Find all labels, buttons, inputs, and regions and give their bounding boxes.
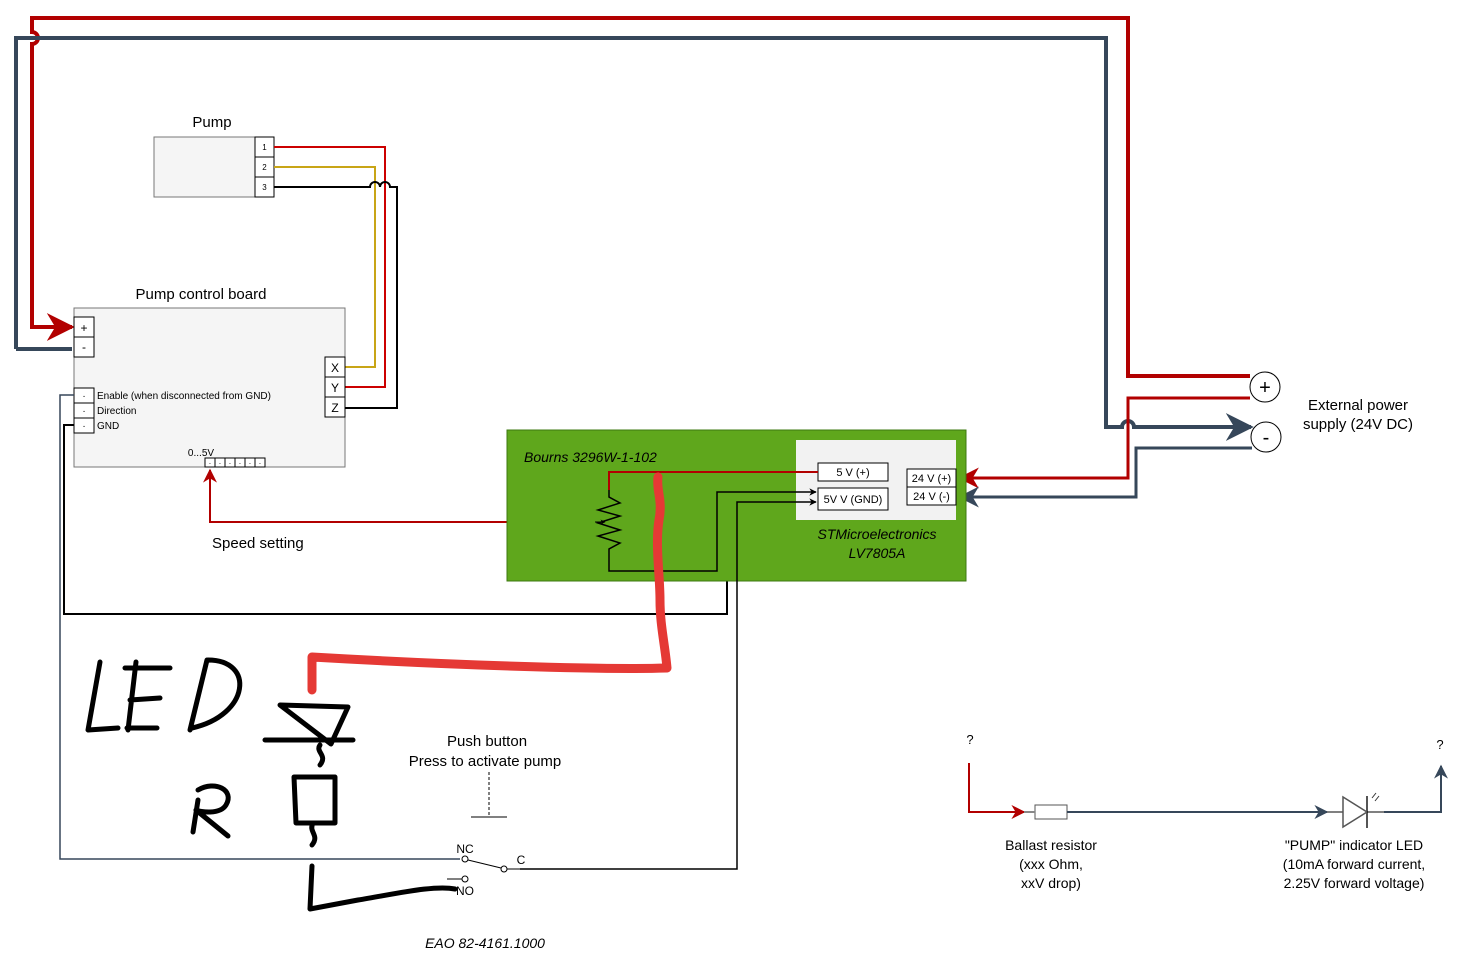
svg-text:1: 1 (262, 143, 267, 152)
push-button-subtitle: Press to activate pump (409, 753, 562, 770)
power-supply-label-2: supply (24V DC) (1303, 416, 1413, 433)
indicator-output-unknown: ? (1436, 737, 1443, 752)
wire-indicator-input (968, 763, 1026, 819)
wire-pot-to-5v (608, 471, 818, 490)
regulator-pin-24v-positive: 24 V (+) (906, 468, 957, 488)
push-button-title: Push button (447, 733, 527, 750)
control-board-pin-enable: · Enable (when disconnected from GND) (73, 387, 271, 404)
analog-header-pin: · (244, 457, 256, 468)
indicator-led-voltage: 2.25V forward voltage) (1284, 875, 1425, 891)
svg-text:·: · (259, 459, 262, 468)
power-supply-positive-terminal: + (1249, 371, 1281, 403)
control-board-pin-plus: + (73, 316, 95, 338)
switch-no-label: NO (456, 884, 474, 898)
wire-24v-positive-regulator (957, 396, 1250, 489)
wire-24v-negative-regulator (957, 446, 1252, 508)
handwritten-led-text (85, 657, 243, 733)
handwritten-r-text (190, 783, 231, 839)
svg-text:24 V (-): 24 V (-) (913, 491, 950, 503)
svg-text:·: · (249, 459, 252, 468)
wire-pump-3-to-z (274, 181, 398, 409)
analog-header-pin: · (214, 457, 226, 468)
analog-input-header: · · · · · · (204, 457, 266, 468)
handwritten-led-symbol (262, 702, 458, 912)
indicator-led-label: "PUMP" indicator LED (1285, 837, 1423, 853)
svg-text:5V V (GND): 5V V (GND) (824, 494, 883, 506)
regulator-pin-5v-positive: 5 V (+) (817, 462, 889, 482)
svg-text:24 V (+): 24 V (+) (912, 473, 951, 485)
control-board-pin-y: Y (324, 376, 346, 398)
svg-text:-: - (1263, 427, 1270, 449)
power-supply-label: External power (1308, 397, 1408, 414)
svg-text:-: - (82, 340, 86, 354)
pump-body (153, 136, 256, 198)
svg-text:3: 3 (262, 183, 267, 192)
wire-switch-c-to-gnd (520, 498, 817, 870)
ballast-resistor-drop: xxV drop) (1021, 875, 1081, 891)
ballast-resistor-value: (xxx Ohm, (1019, 856, 1083, 872)
push-button-actuator-icon (471, 772, 507, 818)
analog-header-pin: · (234, 457, 246, 468)
wire-24v-negative-main (14, 36, 1254, 441)
power-supply-negative-terminal: - (1250, 421, 1282, 453)
svg-text:+: + (1259, 377, 1271, 399)
control-board-pin-z: Z (324, 396, 346, 418)
ballast-resistor-icon (1034, 804, 1068, 820)
indicator-led-current: (10mA forward current, (1283, 856, 1425, 872)
regulator-pin-24v-negative: 24 V (-) (906, 486, 957, 506)
handwritten-red-wire (307, 472, 672, 695)
control-board-body (73, 307, 346, 468)
svg-text:·: · (229, 459, 232, 468)
svg-text:Z: Z (331, 401, 338, 415)
wire-indicator-output (1384, 764, 1448, 813)
analog-header-pin: · (224, 457, 236, 468)
switch-c-label: C (517, 853, 526, 867)
svg-text:+: + (80, 321, 87, 335)
svg-text:Enable (when disconnected from: Enable (when disconnected from GND) (97, 391, 271, 402)
wire-speed-setting (203, 468, 595, 523)
regulator-name: STMicroelectronics (817, 526, 936, 542)
potentiometer-resistor-icon (595, 488, 817, 572)
svg-text:·: · (239, 459, 242, 468)
pump-pin-3: 3 (254, 176, 275, 198)
svg-text:·: · (209, 459, 212, 468)
wire-enable-to-nc (59, 394, 460, 860)
analog-header-pin: · (204, 457, 216, 468)
svg-text:GND: GND (97, 421, 119, 432)
potentiometer-label: Bourns 3296W-1-102 (524, 449, 657, 465)
svg-text:X: X (331, 361, 339, 375)
regulator-model: LV7805A (849, 545, 906, 561)
speed-setting-label: Speed setting (212, 535, 304, 552)
svg-text:·: · (82, 406, 85, 417)
wire-pump-2-to-x (274, 166, 376, 368)
control-board-pin-x: X (324, 356, 346, 378)
analog-input-label: 0...5V (188, 448, 214, 459)
control-board-title: Pump control board (136, 286, 267, 303)
svg-text:Direction: Direction (97, 406, 136, 417)
indicator-input-unknown: ? (966, 732, 973, 747)
indicator-led-icon (1327, 792, 1384, 829)
pump-pin-2: 2 (254, 156, 275, 178)
pump-pin-1: 1 (254, 136, 275, 158)
wire-pump-1-to-y (274, 146, 386, 388)
regulator-pin-5v-gnd: 5V V (GND) (817, 487, 889, 511)
svg-text:·: · (82, 391, 85, 402)
svg-text:Y: Y (331, 381, 339, 395)
control-board-pin-minus: - (73, 336, 95, 358)
control-board-pin-gnd: · GND (73, 417, 119, 434)
analog-header-pin: · (254, 457, 266, 468)
switch-nc-label: NC (456, 842, 474, 856)
svg-text:2: 2 (262, 163, 267, 172)
push-button-switch-icon (447, 855, 520, 883)
ballast-resistor-label: Ballast resistor (1005, 837, 1097, 853)
pump-title: Pump (192, 114, 231, 131)
svg-text:·: · (219, 459, 222, 468)
push-button-part-number: EAO 82-4161.1000 (425, 935, 545, 951)
svg-text:·: · (82, 421, 85, 432)
control-board-pin-direction: · Direction (73, 402, 136, 419)
svg-text:5 V (+): 5 V (+) (836, 467, 869, 479)
